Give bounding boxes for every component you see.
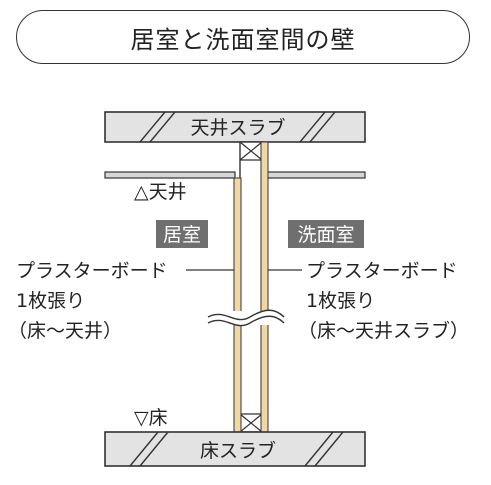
ceiling-slab-label: 天井スラブ xyxy=(190,116,285,139)
right-board-type: プラスターボード xyxy=(306,260,458,282)
floor-slab-label: 床スラブ xyxy=(200,439,276,462)
right-plasterboard xyxy=(260,141,269,433)
diagram-title: 居室と洗面室間の壁 xyxy=(130,25,356,54)
ceiling-line xyxy=(104,171,366,179)
title-box: 居室と洗面室間の壁 xyxy=(16,10,470,64)
left-callout: プラスターボード 1枚張り （床～天井） xyxy=(8,260,234,342)
washroom-badge: 洗面室 xyxy=(288,220,364,248)
living-room-badge: 居室 xyxy=(156,220,208,248)
left-board-extent: （床～天井） xyxy=(8,320,122,342)
washroom-label: 洗面室 xyxy=(297,224,354,246)
right-board-extent: （床～天井スラブ） xyxy=(298,319,469,342)
right-board-layers: 1枚張り xyxy=(306,290,375,312)
ceiling-level-marker: △天井 xyxy=(134,181,187,203)
left-plasterboard xyxy=(233,177,242,433)
left-board-layers: 1枚張り xyxy=(16,290,85,312)
right-callout: プラスターボード 1枚張り （床～天井スラブ） xyxy=(268,260,469,342)
floor-slab: 床スラブ xyxy=(104,431,366,467)
living-room-label: 居室 xyxy=(163,224,201,246)
ceiling-slab: 天井スラブ xyxy=(104,111,366,143)
break-mark xyxy=(207,309,285,327)
wall-frame xyxy=(239,141,263,433)
floor-level-marker: ▽床 xyxy=(134,407,168,429)
left-board-type: プラスターボード xyxy=(16,260,168,282)
